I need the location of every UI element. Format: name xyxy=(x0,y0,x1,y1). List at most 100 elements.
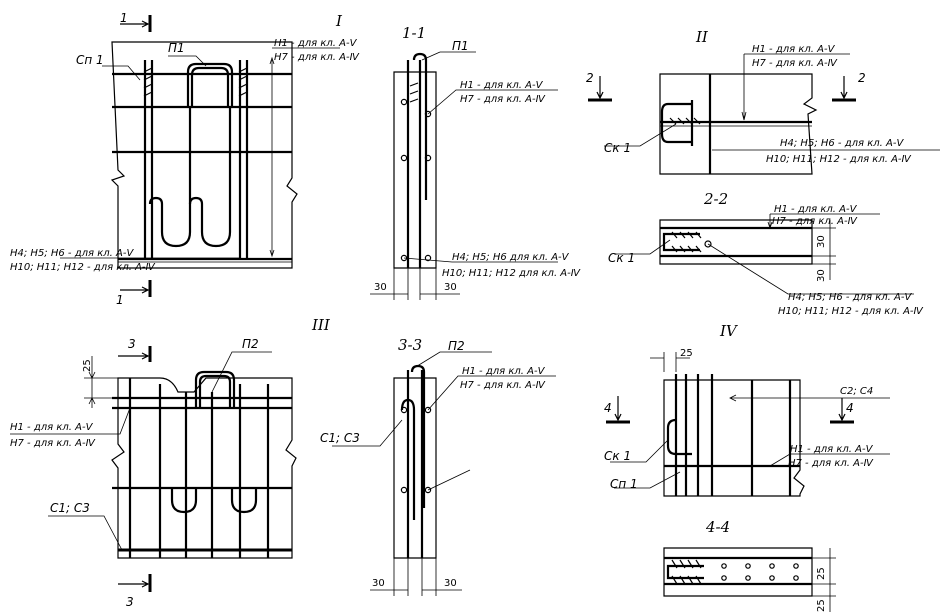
section-arrow xyxy=(120,286,150,294)
label-h10: Н10; Н11; Н12 - для кл. А-Ⅳ xyxy=(10,262,156,273)
section-arrow xyxy=(614,396,622,422)
bar-dot xyxy=(721,575,727,581)
leader xyxy=(707,243,914,295)
leader xyxy=(769,453,890,467)
leader xyxy=(413,351,492,369)
bar-dot xyxy=(400,486,408,494)
spiral xyxy=(671,559,702,585)
bar-dot xyxy=(704,240,712,248)
label-h10: Н10; Н11; Н12 для кл. А-Ⅳ xyxy=(442,268,581,279)
stirrup-sk1 xyxy=(666,564,704,580)
leader xyxy=(427,89,558,115)
label-h7: Н7 - для кл. А-Ⅳ xyxy=(460,380,546,391)
label-h1: Н1 - для кл. А-Ⅴ xyxy=(774,204,858,215)
section-arrow xyxy=(840,76,848,100)
stirrup-sk1 xyxy=(660,102,692,144)
loop-p2 xyxy=(194,370,236,408)
section-number: 4 xyxy=(846,401,854,415)
hook xyxy=(188,107,232,248)
bar-dot xyxy=(400,406,408,414)
view-iv: IV 25 4 4 С2; С4 Ск 1 Н1 - для кл. А-Ⅴ Н… xyxy=(604,322,890,497)
label-p2: П2 xyxy=(242,337,259,351)
hook xyxy=(170,488,198,514)
label-sk1: Ск 1 xyxy=(604,141,631,155)
bar-dot xyxy=(400,154,408,162)
section-number: 1 xyxy=(120,11,128,25)
leader xyxy=(741,53,850,121)
view-title: 3-3 xyxy=(398,336,422,354)
view-title: 4-4 xyxy=(705,518,730,536)
leader xyxy=(427,375,556,411)
bar-dot xyxy=(721,563,727,569)
label-h4: Н4; Н5; Н6 - для кл. А-Ⅴ xyxy=(788,292,912,303)
bar-dot xyxy=(745,575,751,581)
label-h4: Н4; Н5; Н6 - для кл. А-Ⅴ xyxy=(780,138,904,149)
label-p1: П1 xyxy=(168,41,185,55)
label-sp1: Сп 1 xyxy=(76,53,104,67)
leader xyxy=(403,257,558,263)
label-c2c4: С2; С4 xyxy=(840,386,873,397)
label-c1c3: С1; С3 xyxy=(320,431,360,445)
leader xyxy=(604,123,677,147)
label-h1: Н1 - для кл. А-Ⅴ xyxy=(460,80,544,91)
label-h7: Н7 - для кл. А-Ⅳ xyxy=(752,58,838,69)
dim-arrows xyxy=(269,56,275,258)
dim-lines xyxy=(84,356,130,408)
label-sk1: Ск 1 xyxy=(604,449,631,463)
bar-dot xyxy=(424,406,432,414)
label-p1: П1 xyxy=(452,39,469,53)
label-h1: Н1 - для кл. А-Ⅴ xyxy=(752,44,836,55)
spiral xyxy=(409,82,419,103)
label-p2: П2 xyxy=(448,339,465,353)
view-i: 1 1 I Сп 1 П1 Н1 - для кл. А-Ⅴ Н7 - для … xyxy=(10,11,360,307)
section-arrow xyxy=(120,20,150,28)
label-h7: Н7 - для кл. А-Ⅳ xyxy=(460,94,546,105)
section-arrow xyxy=(118,352,150,360)
leader xyxy=(10,407,131,435)
section-arrow xyxy=(596,76,604,100)
view-title: II xyxy=(695,28,709,46)
section-4-4: 4-4 25 25 xyxy=(663,518,836,612)
leader xyxy=(211,351,272,393)
label-h1: Н1 - для кл. А-Ⅴ xyxy=(790,444,874,455)
leader xyxy=(614,471,681,489)
label-sp1: Сп 1 xyxy=(610,477,638,491)
leader xyxy=(48,515,123,551)
bar-dot xyxy=(793,563,799,569)
label-h7: Н7 - для кл. А-Ⅳ xyxy=(10,438,96,449)
section-1-1: 1-1 П1 Н1 - для кл. А-Ⅴ Н7 - для кл. А-Ⅳ… xyxy=(370,24,581,300)
dim-value: 25 xyxy=(82,359,93,372)
view-title: III xyxy=(311,316,331,334)
leader xyxy=(102,65,141,81)
label-h7: Н7 - для кл. А-Ⅳ xyxy=(772,216,858,227)
section-number: 3 xyxy=(128,337,136,351)
label-h4: Н4; Н5; Н6 для кл. А-Ⅴ xyxy=(452,252,570,263)
dim-value: 25 xyxy=(680,348,693,359)
dim-value: 30 xyxy=(816,235,827,248)
label-h10: Н10; Н11; Н12 - для кл. А-Ⅳ xyxy=(778,306,924,317)
spiral xyxy=(671,231,702,253)
leader xyxy=(421,51,476,61)
leader xyxy=(332,419,403,447)
label-h1: Н1 - для кл. А-Ⅴ xyxy=(10,422,94,433)
label-h4: Н4; Н5; Н6 - для кл. А-Ⅴ xyxy=(10,248,134,259)
label-c1c3: С1; С3 xyxy=(50,501,90,515)
hook xyxy=(230,488,258,514)
spiral-sp1 xyxy=(143,67,248,97)
spiral xyxy=(669,117,701,125)
dim-lines xyxy=(812,548,836,612)
section-arrow xyxy=(838,398,846,422)
dim-value: 30 xyxy=(444,578,457,589)
dim-value: 30 xyxy=(816,269,827,282)
leader xyxy=(168,55,207,67)
hook xyxy=(148,107,192,248)
bar-dot xyxy=(745,563,751,569)
bar-dot xyxy=(424,154,432,162)
view-title: I xyxy=(335,12,343,30)
dim-lines xyxy=(370,558,462,596)
section-number: 4 xyxy=(604,401,612,415)
section-outline xyxy=(663,547,813,597)
dim-value: 25 xyxy=(816,567,827,580)
